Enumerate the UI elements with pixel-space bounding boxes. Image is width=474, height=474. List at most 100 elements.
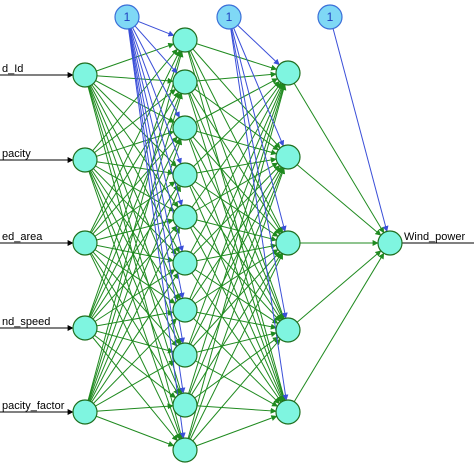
input-label: pacity [2, 148, 31, 160]
weight-edge [84, 136, 178, 244]
output-node [377, 230, 403, 256]
weight-edge [84, 272, 179, 413]
input-node [72, 399, 98, 425]
bias-node [216, 4, 242, 30]
hidden1-node [172, 162, 198, 188]
bias-edge [126, 16, 186, 394]
weight-edge [184, 162, 279, 218]
weight-edge [184, 174, 282, 321]
bias-edge [228, 16, 288, 319]
weight-edge [84, 310, 174, 329]
weight-edge [184, 81, 279, 151]
weight-edge [84, 403, 174, 413]
weight-edge [184, 167, 283, 356]
hidden2-node [275, 60, 301, 86]
weight-edge [84, 48, 178, 161]
bias-node [317, 4, 343, 30]
weight-edge [184, 338, 281, 451]
input-label: pacity_factor [2, 400, 65, 412]
input-node [72, 230, 98, 256]
weight-edge [84, 327, 178, 442]
weight-edge [184, 127, 281, 235]
weight-edge [84, 327, 174, 354]
bias-edge [329, 16, 389, 232]
weight-edge [184, 165, 281, 264]
bias-edge [228, 16, 287, 232]
bias-node [114, 4, 140, 30]
weight-edge [84, 269, 176, 329]
weight-edge [184, 39, 287, 402]
weight-edge [84, 74, 177, 167]
weight-edge [84, 360, 176, 413]
weight-edge [184, 354, 279, 407]
weight-edge [184, 71, 277, 83]
weight-edge [184, 174, 279, 237]
weight-edge [84, 185, 181, 413]
weight-edge [184, 127, 278, 156]
weight-edge [84, 88, 177, 161]
bias-edge [126, 16, 186, 344]
weight-edge [184, 83, 285, 356]
weight-edge [84, 242, 180, 396]
hidden1-node [172, 115, 198, 141]
weight-edge [84, 411, 175, 447]
input-node [72, 62, 98, 88]
weight-edge [184, 253, 284, 451]
input-node [72, 147, 98, 173]
bias-edge [126, 16, 185, 299]
weight-edge [84, 242, 174, 263]
weight-edge [184, 166, 282, 311]
weight-edge [184, 243, 277, 264]
weight-edge [84, 318, 178, 413]
output-label: Wind_power [404, 231, 465, 243]
weight-edge [84, 50, 181, 244]
weight-edge [84, 225, 178, 329]
weight-edge [84, 159, 178, 255]
weight-edge [184, 415, 278, 451]
weight-edge [84, 74, 180, 253]
weight-edge [84, 218, 174, 244]
weight-edge [84, 138, 183, 413]
weight-edge [184, 83, 286, 406]
hidden2-node [275, 317, 301, 343]
weight-edge [184, 39, 281, 149]
bias-edge [228, 16, 285, 147]
weight-edge [84, 42, 175, 76]
weight-edge [84, 327, 176, 399]
weight-edge [184, 167, 286, 451]
input-label: d_Id [2, 63, 23, 75]
weight-edge [84, 74, 184, 439]
hidden1-node [172, 27, 198, 53]
weight-edge [184, 251, 281, 356]
weight-edge [184, 81, 285, 320]
weight-edge [184, 331, 277, 356]
weight-edge [184, 83, 284, 311]
weight-edge [84, 50, 183, 329]
weight-edge [84, 159, 176, 212]
weight-edge [287, 156, 382, 236]
hidden2-node [275, 230, 301, 256]
weight-edge [84, 242, 176, 304]
weight-edge [84, 92, 182, 329]
weight-edge [84, 242, 178, 347]
weight-edge [84, 91, 180, 244]
bias-label: 1 [124, 10, 131, 24]
weight-edge [287, 252, 385, 413]
bias-label: 1 [226, 10, 233, 24]
node-layer [72, 4, 403, 463]
input-label: nd_speed [2, 316, 50, 328]
hidden2-node [275, 399, 301, 425]
weight-edge [184, 39, 278, 71]
weight-edge [84, 92, 183, 413]
bias-edge [126, 16, 182, 165]
weight-edge [84, 74, 174, 84]
input-label: ed_area [2, 231, 43, 243]
connection-layer [0, 16, 474, 451]
weight-edge [184, 83, 287, 451]
weight-edge [84, 181, 176, 244]
weight-edge [184, 81, 280, 176]
weight-edge [287, 250, 382, 331]
weight-edge [84, 74, 179, 208]
